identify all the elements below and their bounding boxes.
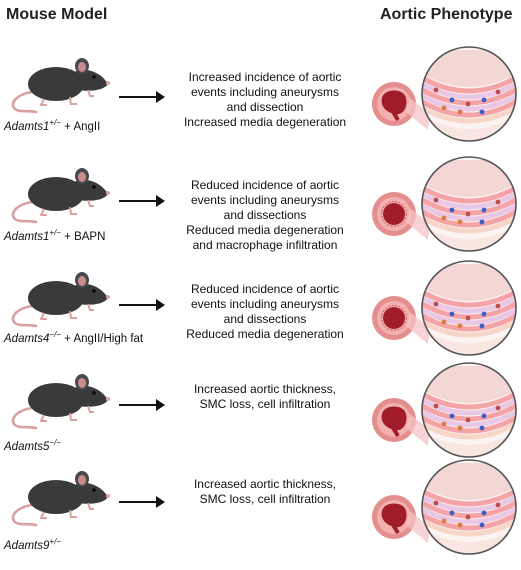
arrow — [118, 194, 166, 208]
aorta-cross-section-illustration — [372, 156, 517, 252]
treatment-label: + AngII — [60, 120, 101, 133]
aorta-cross-section-illustration — [372, 362, 517, 458]
description-line: Reduced incidence of aortic — [190, 178, 340, 192]
aorta-cross-section-illustration — [372, 459, 517, 555]
mouse-model-label: Adamts1+/− + AngII — [4, 118, 164, 133]
mouse-model-header: Mouse Model — [6, 6, 108, 23]
arrow-right-icon — [119, 195, 165, 207]
mouse-illustration — [11, 58, 110, 114]
arrow-right-icon — [119, 399, 165, 411]
genotype-superscript: −/− — [49, 438, 61, 447]
mouse-model-label: Adamts1+/− + BAPN — [4, 228, 164, 243]
gene-name: Adamts1 — [4, 230, 50, 243]
genotype-superscript: +/− — [49, 228, 61, 237]
mouse-figure — [4, 156, 116, 226]
model-row: Adamts5−/− Increased aortic thickness,SMC… — [0, 358, 521, 468]
aortic-phenotype-figure — [364, 455, 521, 565]
description-line: events including aneurysms — [190, 297, 340, 311]
mouse-figure — [4, 362, 116, 432]
arrow-right-icon — [119, 299, 165, 311]
mouse-model-label: Adamts5−/− — [4, 438, 164, 453]
description-line: events including aneurysms — [190, 193, 340, 207]
description-line: Reduced media degeneration — [186, 223, 344, 237]
gene-name: Adamts1 — [4, 120, 50, 133]
description-line: SMC loss, cell infiltration — [199, 492, 331, 506]
description-line: and dissection — [226, 100, 304, 114]
aortic-phenotype-figure — [364, 256, 521, 366]
genotype-superscript: +/− — [49, 537, 61, 546]
aortic-phenotype-figure — [364, 42, 521, 152]
arrow — [118, 495, 166, 509]
aorta-cross-section-illustration — [372, 260, 517, 356]
mouse-figure — [4, 46, 116, 116]
mouse-model-label: Adamts9+/− — [4, 537, 164, 552]
treatment-label: + BAPN — [60, 230, 106, 243]
description-line: Increased media degeneration — [183, 115, 347, 129]
arrow — [118, 398, 166, 412]
gene-name: Adamts9 — [4, 539, 50, 552]
description-line: Increased aortic thickness, — [193, 382, 337, 396]
description-line: Reduced incidence of aortic — [190, 282, 340, 296]
mouse-illustration — [11, 272, 110, 328]
aortic-phenotype-header: Aortic Phenotype — [380, 6, 513, 23]
arrow — [118, 90, 166, 104]
treatment-label: + AngII/High fat — [60, 332, 144, 345]
mouse-figure — [4, 459, 116, 529]
model-row: Adamts9+/− Increased aortic thickness,SMC… — [0, 455, 521, 565]
arrow — [118, 298, 166, 312]
description-line: Reduced media degeneration — [186, 327, 344, 341]
mouse-model-label: Adamts4−/− + AngII/High fat — [4, 330, 164, 345]
description-line: and macrophage infiltration — [192, 238, 338, 252]
aortic-phenotype-figure — [364, 152, 521, 262]
genotype-superscript: +/− — [49, 118, 61, 127]
mouse-figure — [4, 260, 116, 330]
phenotype-description: Increased aortic thickness,SMC loss, cel… — [166, 477, 364, 507]
description-line: events including aneurysms — [190, 85, 340, 99]
gene-name: Adamts5 — [4, 440, 50, 453]
phenotype-description: Increased aortic thickness,SMC loss, cel… — [166, 382, 364, 412]
arrow-right-icon — [119, 496, 165, 508]
arrow-right-icon — [119, 91, 165, 103]
genotype-superscript: −/− — [49, 330, 61, 339]
mouse-illustration — [11, 168, 110, 224]
description-line: SMC loss, cell infiltration — [199, 397, 331, 411]
description-line: Increased incidence of aortic — [188, 70, 342, 84]
description-line: Increased aortic thickness, — [193, 477, 337, 491]
gene-name: Adamts4 — [4, 332, 50, 345]
mouse-illustration — [11, 471, 110, 527]
aortic-phenotype-figure — [364, 358, 521, 468]
description-line: and dissections — [223, 208, 307, 222]
description-line: and dissections — [223, 312, 307, 326]
aorta-cross-section-illustration — [372, 46, 517, 142]
mouse-illustration — [11, 374, 110, 430]
